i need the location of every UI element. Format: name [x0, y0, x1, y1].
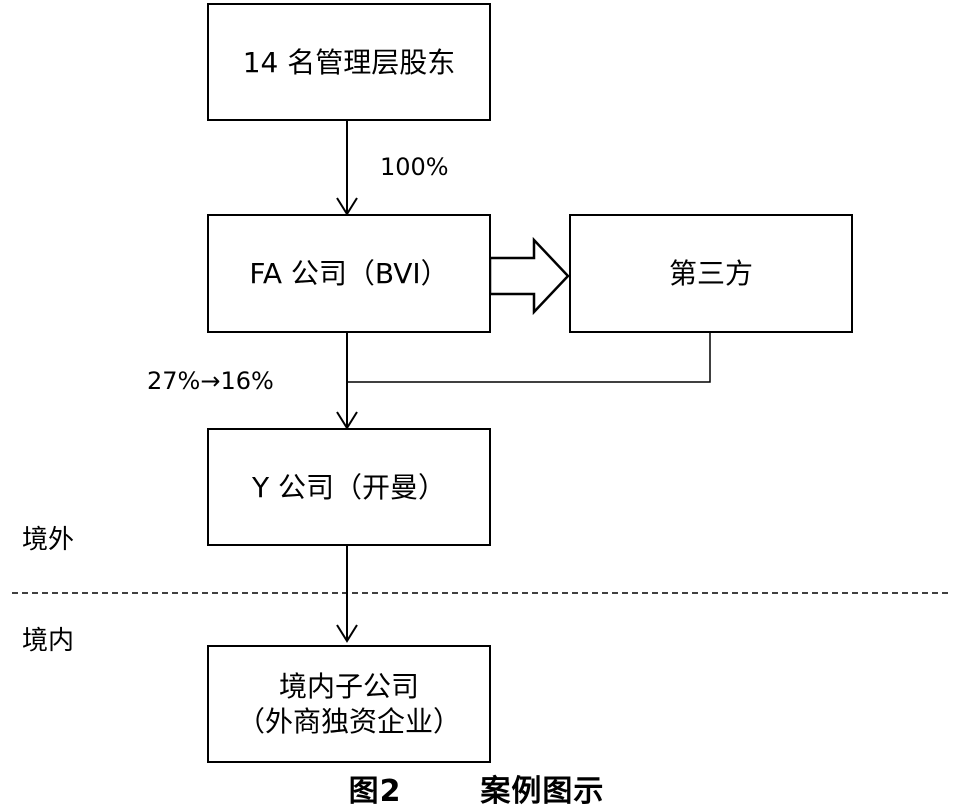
figure-number: 图2: [348, 774, 402, 809]
percentage-100-label: 100%: [380, 153, 449, 181]
y-company-box: Y 公司（开曼）: [207, 428, 491, 546]
shareholders-box: 14 名管理层股东: [207, 3, 491, 121]
percentage-change-label: 27%→16%: [147, 367, 274, 395]
offshore-region-label: 境外: [22, 525, 75, 555]
third-party-label: 第三方: [668, 257, 753, 290]
subsidiary-label-line1: 境内子公司: [278, 670, 419, 703]
y-company-label: Y 公司（开曼）: [251, 470, 446, 504]
subsidiary-label-line2: （外商独资企业）: [236, 705, 461, 738]
arrowhead-y-to-subsidiary: [336, 624, 358, 643]
third-party-box: 第三方: [569, 214, 853, 333]
onshore-region-label: 境内: [22, 626, 75, 656]
block-arrow-fa-to-third-party: [488, 236, 570, 316]
subsidiary-box: 境内子公司 （外商独资企业）: [207, 645, 491, 763]
figure-title: 案例图示: [480, 774, 605, 809]
fa-company-box: FA 公司（BVI）: [207, 214, 491, 333]
shareholders-label: 14 名管理层股东: [242, 45, 456, 79]
figure-caption: 图2 案例图示: [0, 766, 953, 810]
fa-company-label: FA 公司（BVI）: [249, 257, 449, 290]
third-party-connector: [347, 333, 711, 383]
